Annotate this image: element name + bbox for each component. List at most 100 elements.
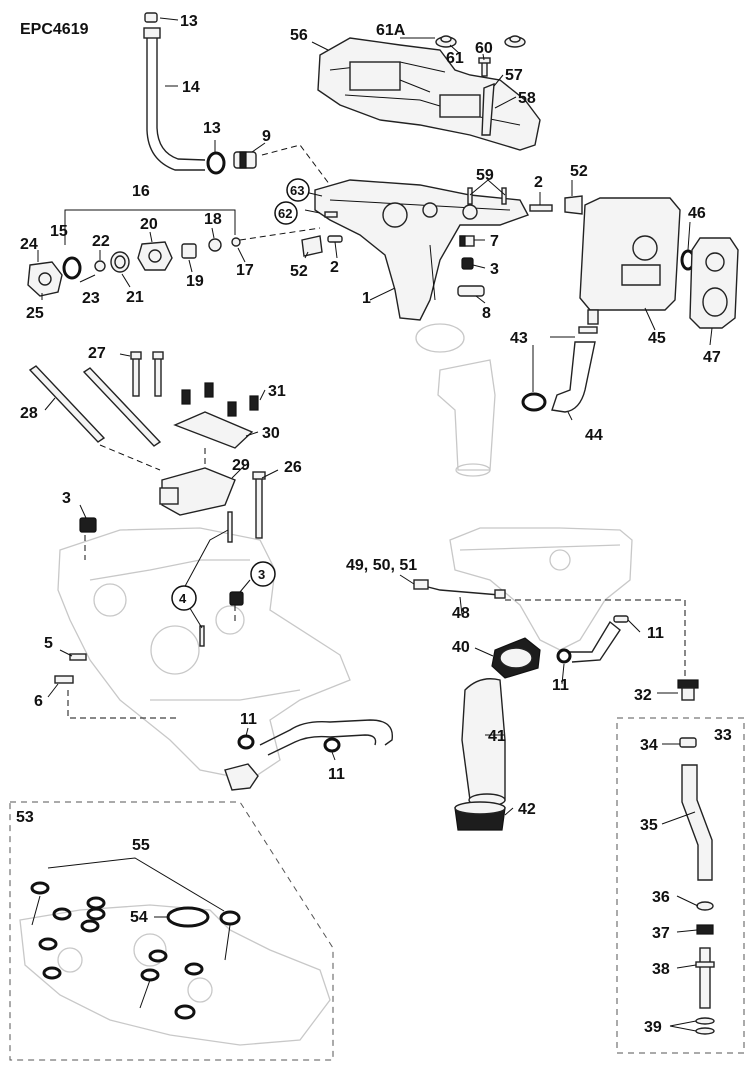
callout-41: 41 <box>488 728 506 745</box>
callout-11b: 11 <box>328 766 345 783</box>
callout-11d: 11 <box>647 625 664 642</box>
orings-55 <box>30 881 241 1020</box>
cap-34 <box>679 737 697 748</box>
callout-circle-4 <box>171 585 197 611</box>
housing-24-25 <box>27 261 63 297</box>
nut-3-circle-target <box>229 591 244 606</box>
callout-11c: 11 <box>552 677 569 694</box>
callout-36: 36 <box>652 889 670 906</box>
fitting-32 <box>677 679 699 701</box>
bearing-18 <box>208 238 222 252</box>
bolt-26 <box>252 471 266 539</box>
callout-29: 29 <box>232 457 250 474</box>
manifold-ghost-kit <box>19 904 331 1046</box>
callout-48: 48 <box>452 605 470 622</box>
sensor-6 <box>54 675 74 684</box>
impeller-19 <box>181 243 197 259</box>
module-29 <box>159 467 236 516</box>
callout-47: 47 <box>703 349 721 366</box>
grommet-61 <box>435 35 457 48</box>
callout-61: 61 <box>446 50 464 67</box>
callout-40: 40 <box>452 639 470 656</box>
callout-6: 6 <box>34 693 43 710</box>
rod-28-a <box>28 365 106 443</box>
washer-17 <box>231 237 241 247</box>
callout-62: 62 <box>278 206 292 221</box>
callout-24: 24 <box>20 236 38 253</box>
gasket-21 <box>110 251 130 273</box>
callout-circle-62 <box>274 201 298 225</box>
fitting-9 <box>233 151 257 169</box>
oring-36 <box>696 901 714 911</box>
callout-2b: 2 <box>330 259 339 276</box>
callout-25: 25 <box>26 305 44 322</box>
callout-20: 20 <box>140 216 158 233</box>
callout-4: 4 <box>179 591 187 606</box>
callout-16: 16 <box>132 183 150 200</box>
callout-circle-63 <box>286 178 310 202</box>
screw-60 <box>478 57 491 77</box>
callout-30: 30 <box>262 425 280 442</box>
plug-2-center <box>327 235 343 243</box>
sensor-5 <box>69 653 87 661</box>
callout-circle-3 <box>250 561 276 587</box>
tube-35 <box>681 764 713 881</box>
tube-38 <box>695 947 715 1009</box>
callout-42: 42 <box>518 801 536 818</box>
cooler-45 <box>579 197 681 325</box>
leader-lines <box>31 17 713 1032</box>
callout-2a: 2 <box>534 174 543 191</box>
pin-62 <box>324 211 338 218</box>
orings-39 <box>695 1017 715 1035</box>
nut-3-left <box>79 517 97 533</box>
callout-34: 34 <box>640 737 658 754</box>
screws-31 <box>181 382 259 417</box>
callout-13a: 13 <box>180 13 198 30</box>
stud-57 <box>481 82 495 136</box>
callout-59: 59 <box>476 167 494 184</box>
callout-63: 63 <box>290 183 304 198</box>
bolts-27 <box>130 351 164 397</box>
elbow-8 <box>457 285 485 297</box>
callout-55: 55 <box>132 837 150 854</box>
grommet-61a <box>504 35 526 48</box>
callout-60: 60 <box>475 40 493 57</box>
studs-59 <box>467 187 507 205</box>
callout-18: 18 <box>204 211 222 228</box>
callout-21: 21 <box>126 289 144 306</box>
callout-61a: 61A <box>376 22 406 39</box>
sensor-harness-48 <box>413 579 506 599</box>
callout-5: 5 <box>44 635 53 652</box>
hose-11-lower <box>224 719 394 791</box>
callout-15: 15 <box>50 223 68 240</box>
cap-52-left <box>301 235 323 257</box>
callout-1: 1 <box>362 290 371 307</box>
callout-19: 19 <box>186 273 204 290</box>
callout-32: 32 <box>634 687 652 704</box>
kit-53-frame <box>9 801 334 1061</box>
callout-49-50-51: 49, 50, 51 <box>346 557 417 574</box>
callout-31: 31 <box>268 383 286 400</box>
callout-52a: 52 <box>570 163 588 180</box>
housing-20 <box>137 241 173 271</box>
callout-43: 43 <box>510 330 528 347</box>
callout-22: 22 <box>92 233 110 250</box>
callout-3b: 3 <box>62 490 71 507</box>
fitting-7 <box>459 235 475 247</box>
callout-7: 7 <box>490 233 499 250</box>
callout-11a: 11 <box>240 711 257 728</box>
manifold-ghost-right <box>449 527 633 651</box>
callout-53: 53 <box>16 809 34 826</box>
nut-37 <box>696 924 714 935</box>
manifold-1-ghost-elbow <box>415 323 496 477</box>
clamp-13 <box>206 151 226 175</box>
callout-3c: 3 <box>258 567 265 582</box>
callout-35: 35 <box>640 817 658 834</box>
callout-37: 37 <box>652 925 670 942</box>
clamp-43 <box>521 326 598 412</box>
manifold-1 <box>314 179 529 321</box>
rod-28-b <box>82 367 162 447</box>
hose-11-right <box>556 615 629 664</box>
hose-44 <box>551 341 596 413</box>
